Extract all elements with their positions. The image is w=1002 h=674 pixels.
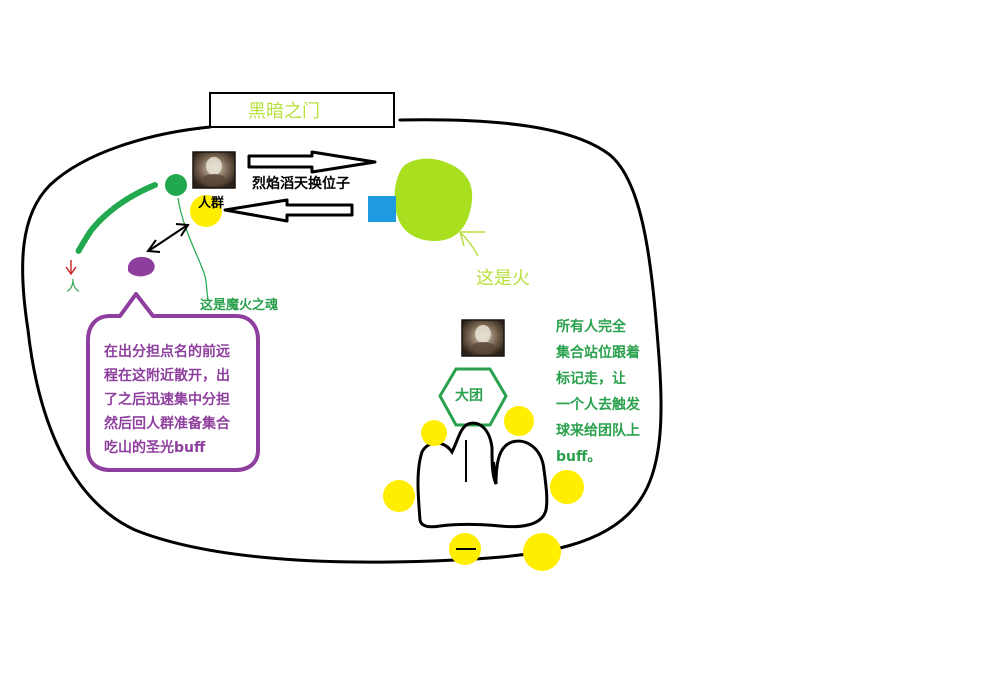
yellow-dot	[523, 533, 561, 571]
yellow-dot	[550, 470, 584, 504]
purple-bubble	[86, 292, 260, 472]
raid-label: 大团	[455, 387, 483, 404]
raid-hexagon	[438, 367, 508, 427]
fire-pointer	[459, 231, 486, 257]
arena-outline	[21, 118, 663, 564]
boss-portrait-icon	[192, 151, 236, 189]
green-thin-line	[177, 197, 209, 299]
yellow-dot	[504, 406, 534, 436]
fire-blob	[394, 158, 473, 242]
blue-marker	[368, 196, 396, 222]
swap-arrow-right	[247, 150, 377, 174]
purple-blob	[128, 256, 155, 277]
swap-label: 烈焰滔天换位子	[252, 175, 350, 192]
title-label: 黑暗之门	[248, 101, 320, 122]
fire-label: 这是火	[476, 268, 530, 289]
raid-area-outline	[416, 421, 549, 529]
person-label: 人	[66, 279, 80, 295]
soul-label: 这是魔火之魂	[200, 297, 278, 313]
crowd-yellow-dot	[190, 195, 222, 227]
purple-note: 在出分担点名的前远 程在这附近散开，出 了之后迅速集中分担 然后回人群准备集合 …	[104, 344, 230, 456]
green-dot	[165, 174, 187, 196]
raid-area-inner-lines	[465, 440, 497, 485]
boss-portrait-icon-raid	[461, 319, 505, 357]
crowd-label: 人群	[198, 195, 224, 211]
red-down-arrow-icon	[65, 260, 77, 276]
yellow-dot	[421, 420, 447, 446]
swap-arrow-left	[223, 198, 354, 223]
double-headed-arrow	[146, 223, 190, 253]
green-trail	[75, 182, 158, 255]
yellow-dot	[383, 480, 415, 512]
title-box	[209, 92, 395, 128]
green-note: 所有人完全 集合站位跟着 标记走，让 一个人去触发 球来给团队上 buff。	[556, 319, 640, 465]
